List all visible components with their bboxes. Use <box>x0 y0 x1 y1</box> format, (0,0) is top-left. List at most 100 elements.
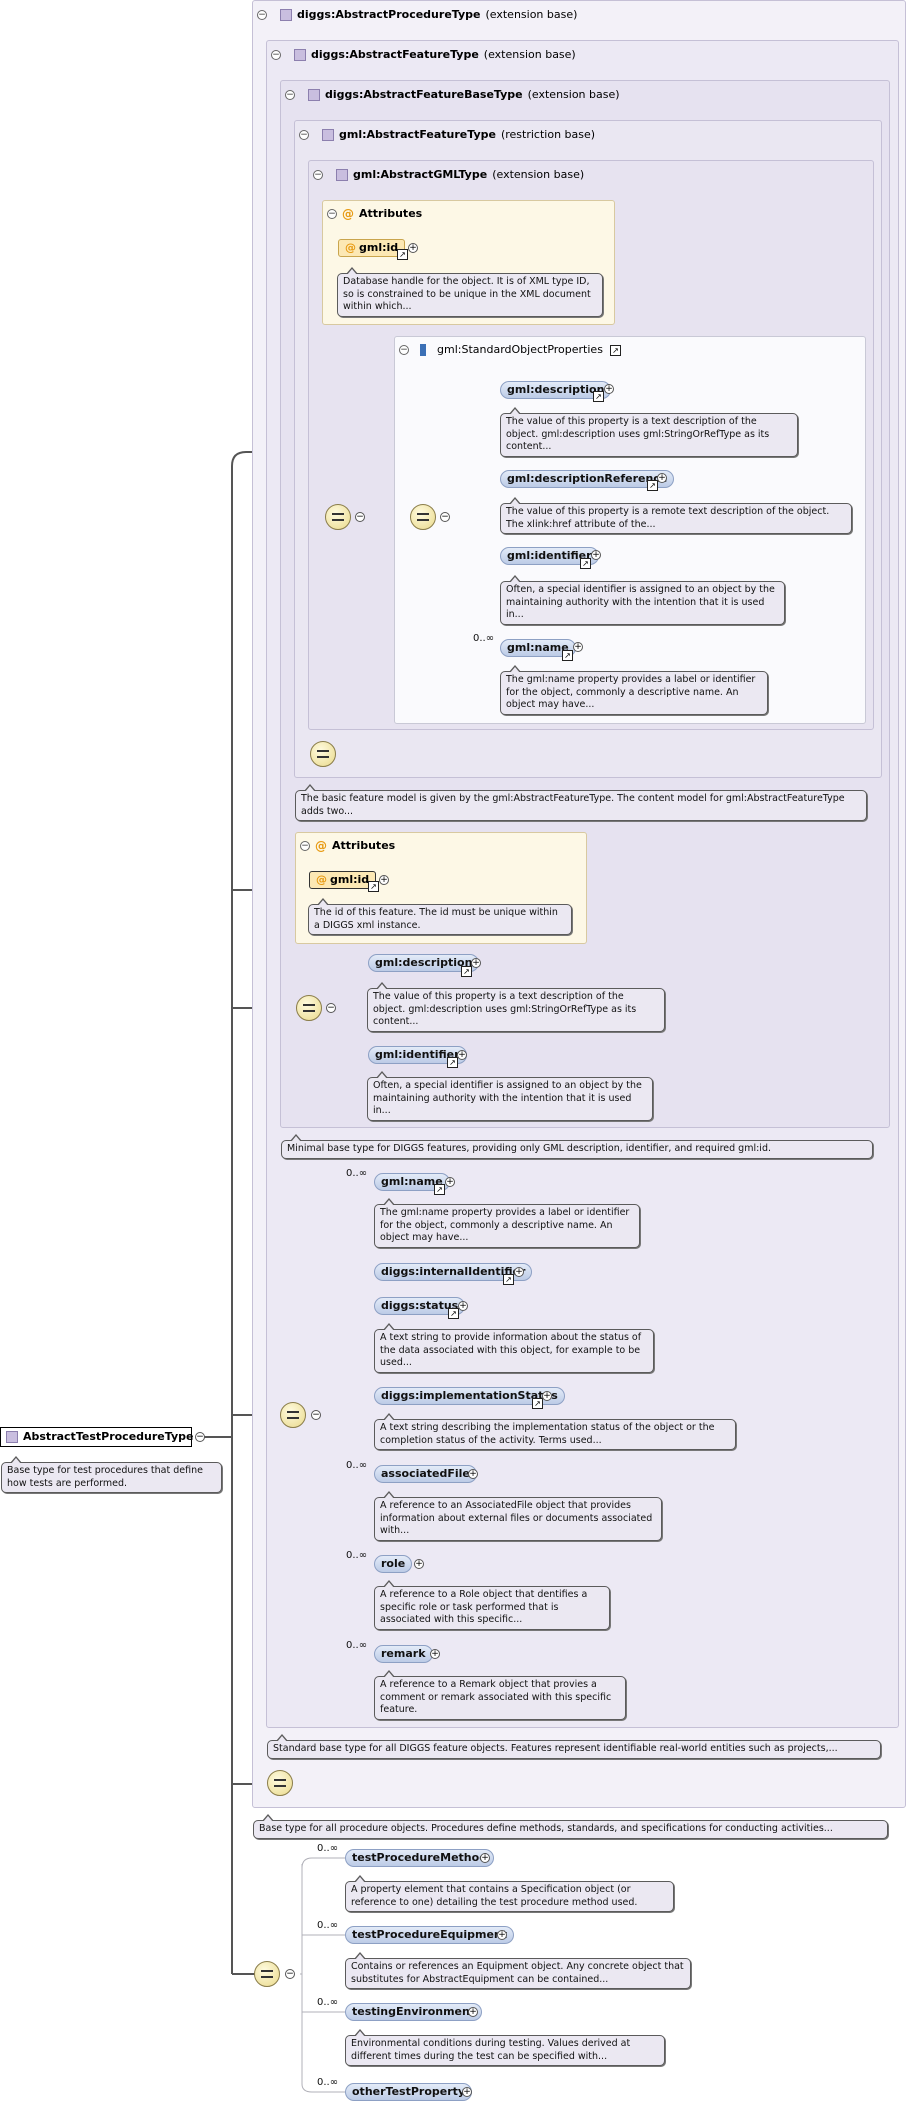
complex-type-icon <box>308 89 320 101</box>
collapse-icon[interactable]: − <box>257 10 267 20</box>
collapse-icon[interactable]: − <box>327 209 337 219</box>
multiplicity: 0..∞ <box>346 1550 368 1561</box>
expand-icon[interactable]: + <box>430 1649 440 1659</box>
collapse-icon[interactable]: − <box>355 512 365 522</box>
gml-feature-type-doc: The basic feature model is given by the … <box>295 784 867 821</box>
feature-element-doc: A text string to provide information abo… <box>374 1323 654 1373</box>
multiplicity: 0..∞ <box>346 1640 368 1651</box>
root-type[interactable]: AbstractTestProcedureType <box>0 1427 193 1447</box>
sequence-icon[interactable] <box>254 1961 280 1987</box>
expand-icon[interactable]: + <box>379 875 389 885</box>
expand-icon[interactable]: + <box>480 1853 490 1863</box>
expand-icon[interactable]: + <box>414 1559 424 1569</box>
feature-element-doc: A text string describing the implementat… <box>374 1413 736 1450</box>
expand-icon[interactable]: + <box>445 1177 455 1187</box>
multiplicity: 0..∞ <box>317 2077 339 2088</box>
test-element[interactable]: otherTestProperty <box>345 2083 473 2101</box>
collapse-icon[interactable]: − <box>285 90 295 100</box>
attribute-icon: @ <box>342 207 354 221</box>
reference-arrow-icon[interactable]: ↗ <box>562 650 573 661</box>
sequence-icon[interactable] <box>310 741 336 767</box>
expand-icon[interactable]: + <box>514 1267 524 1277</box>
expand-icon[interactable]: + <box>604 384 614 394</box>
feature-element-doc: The gml:name property provides a label o… <box>374 1198 640 1248</box>
sequence-icon[interactable] <box>410 504 436 530</box>
std-prop-element[interactable]: gml:identifier <box>500 547 599 565</box>
expand-icon[interactable]: + <box>542 1391 552 1401</box>
gml-id-attribute[interactable]: gml:id <box>309 871 377 889</box>
group-icon <box>420 344 432 356</box>
gml-id-doc: Database handle for the object. It is of… <box>337 267 603 317</box>
feature-element[interactable]: diggs:internalIdentifier <box>374 1263 533 1281</box>
type-name: diggs:AbstractProcedureType <box>297 8 481 21</box>
collapse-icon[interactable]: − <box>271 50 281 60</box>
feature-element[interactable]: remark <box>374 1645 433 1663</box>
collapse-icon[interactable]: − <box>300 841 310 851</box>
sequence-icon[interactable] <box>280 1402 306 1428</box>
procedure-type-doc: Base type for all procedure objects. Pro… <box>253 1814 888 1839</box>
collapse-icon[interactable]: − <box>326 1003 336 1013</box>
test-element[interactable]: testingEnvironment <box>345 2003 483 2021</box>
reference-arrow-icon[interactable]: ↗ <box>447 1057 458 1068</box>
sequence-icon[interactable] <box>325 504 351 530</box>
type-name: diggs:AbstractFeatureType <box>311 48 479 61</box>
type-qualifier: (extension base) <box>483 48 576 61</box>
reference-arrow-icon[interactable]: ↗ <box>448 1308 459 1319</box>
collapse-icon[interactable]: − <box>285 1969 295 1979</box>
multiplicity: 0..∞ <box>317 1997 339 2008</box>
attributes-label: Attributes <box>332 839 396 852</box>
reference-arrow-icon[interactable]: ↗ <box>609 344 621 356</box>
expand-icon[interactable]: + <box>462 2087 472 2097</box>
test-element[interactable]: testProcedureEquipment <box>345 1926 515 1944</box>
expand-icon[interactable]: + <box>497 1930 507 1940</box>
complex-type-icon <box>294 49 306 61</box>
feature-element[interactable]: associatedFile <box>374 1465 477 1483</box>
collapse-icon[interactable]: − <box>440 512 450 522</box>
reference-arrow-icon[interactable]: ↗ <box>434 1184 445 1195</box>
feature-base-type-doc: Minimal base type for DIGGS features, pr… <box>281 1134 873 1159</box>
reference-arrow-icon[interactable]: ↗ <box>397 249 408 260</box>
feature-base-id-doc: The id of this feature. The id must be u… <box>308 898 572 935</box>
reference-arrow-icon[interactable]: ↗ <box>647 480 658 491</box>
attributes-label: Attributes <box>359 207 423 220</box>
expand-icon[interactable]: + <box>408 243 418 253</box>
reference-arrow-icon[interactable]: ↗ <box>580 558 591 569</box>
expand-icon[interactable]: + <box>591 550 601 560</box>
gml-id-attribute[interactable]: gml:id <box>338 239 406 257</box>
feature-base-element[interactable]: gml:description <box>368 954 480 972</box>
feature-element[interactable]: role <box>374 1555 413 1573</box>
reference-arrow-icon[interactable]: ↗ <box>532 1398 543 1409</box>
sequence-icon[interactable] <box>296 995 322 1021</box>
expand-icon[interactable]: + <box>471 958 481 968</box>
type-name: gml:AbstractGMLType <box>353 168 488 181</box>
collapse-icon[interactable]: − <box>313 170 323 180</box>
feature-type-doc: Standard base type for all DIGGS feature… <box>267 1734 881 1759</box>
expand-icon[interactable]: + <box>458 1301 468 1311</box>
root-type-doc: Base type for test procedures that defin… <box>1 1456 222 1493</box>
reference-arrow-icon[interactable]: ↗ <box>503 1274 514 1285</box>
reference-arrow-icon[interactable]: ↗ <box>593 391 604 402</box>
reference-arrow-icon[interactable]: ↗ <box>368 881 379 892</box>
std-prop-doc: The gml:name property provides a label o… <box>500 665 768 715</box>
type-qualifier: (extension base) <box>527 88 620 101</box>
expand-icon[interactable]: + <box>468 2007 478 2017</box>
expand-icon[interactable]: + <box>573 642 583 652</box>
feature-base-element[interactable]: gml:identifier <box>368 1046 467 1064</box>
type-name: gml:AbstractFeatureType <box>339 128 496 141</box>
collapse-icon[interactable]: − <box>195 1432 205 1442</box>
reference-arrow-icon[interactable]: ↗ <box>461 966 472 977</box>
collapse-icon[interactable]: − <box>299 130 309 140</box>
complex-type-icon <box>280 9 292 21</box>
test-element-doc: Environmental conditions during testing.… <box>345 2029 665 2066</box>
test-element[interactable]: testProcedureMethod <box>345 1849 495 1867</box>
std-prop-element[interactable]: gml:descriptionReference <box>500 470 675 488</box>
feature-element[interactable]: diggs:implementationStatus <box>374 1387 565 1405</box>
collapse-icon[interactable]: − <box>399 345 409 355</box>
sequence-icon[interactable] <box>267 1770 293 1796</box>
std-prop-element[interactable]: gml:description <box>500 381 612 399</box>
collapse-icon[interactable]: − <box>311 1410 321 1420</box>
expand-icon[interactable]: + <box>457 1050 467 1060</box>
expand-icon[interactable]: + <box>468 1469 478 1479</box>
expand-icon[interactable]: + <box>657 473 667 483</box>
multiplicity: 0..∞ <box>346 1460 368 1471</box>
